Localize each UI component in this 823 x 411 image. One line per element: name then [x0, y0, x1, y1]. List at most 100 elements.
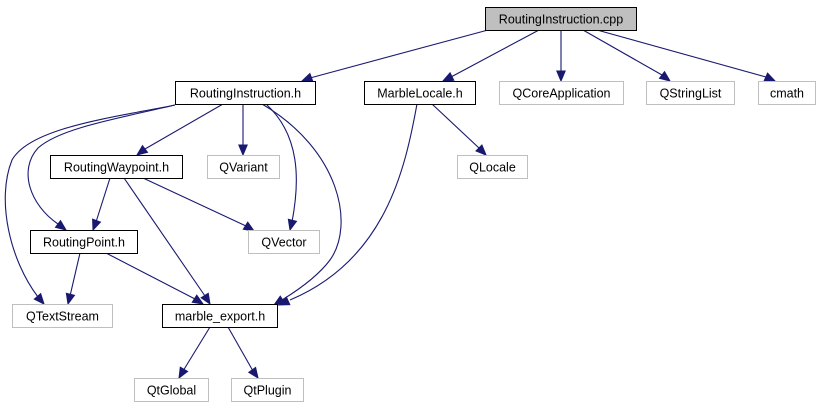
arrowhead-icon	[54, 219, 68, 231]
edge-line	[182, 326, 211, 372]
edge-rih-to-qvec	[265, 103, 298, 232]
arrowhead-icon	[287, 218, 298, 232]
edge-mlh-to-qloc	[431, 103, 487, 156]
edge-rph-to-qts	[65, 252, 81, 306]
arrowhead-icon	[135, 144, 149, 156]
node-label: RoutingWaypoint.h	[64, 161, 169, 175]
edge-rih-to-qvar	[238, 104, 248, 157]
node-qvector: QVector	[248, 230, 320, 254]
node-label: QVariant	[219, 161, 268, 175]
edge-rih-to-rwh	[135, 103, 224, 156]
node-label: QStringList	[660, 87, 722, 101]
arrowhead-icon	[475, 144, 487, 156]
edge-line	[289, 103, 418, 301]
arrowhead-icon	[242, 221, 256, 232]
arrowhead-icon	[191, 294, 205, 305]
edge-line	[123, 177, 206, 297]
arrowhead-icon	[92, 218, 102, 232]
node-box	[758, 81, 816, 105]
edge-line	[265, 103, 297, 223]
node-qtglobal: QtGlobal	[134, 378, 209, 402]
edge-rih-to-meh	[261, 103, 342, 306]
edge-line	[450, 29, 540, 78]
node-qstringlist: QStringList	[646, 81, 735, 105]
node-qtplugin: QtPlugin	[231, 378, 304, 402]
edge-line	[582, 29, 663, 76]
arrowhead-icon	[277, 296, 291, 306]
nodes-layer: RoutingInstruction.cppRoutingInstruction…	[12, 7, 816, 402]
edge-cpp-to-cmath	[596, 29, 777, 82]
arrowhead-icon	[247, 366, 259, 380]
edge-rwh-to-rph	[92, 177, 111, 232]
node-label: QtPlugin	[244, 384, 292, 398]
arrowhead-icon	[238, 144, 248, 157]
node-cmath: cmath	[758, 81, 816, 105]
arrowhead-icon	[200, 292, 211, 306]
edge-rih-to-rph	[27, 104, 176, 231]
node-label: QCoreApplication	[513, 87, 611, 101]
arrowhead-icon	[300, 72, 314, 82]
node-box	[499, 81, 624, 105]
node-box	[12, 304, 113, 328]
node-routingpoint-h[interactable]: RoutingPoint.h	[30, 230, 138, 254]
edge-rih-to-qts	[4, 104, 176, 305]
node-marblelocale-h[interactable]: MarbleLocale.h	[364, 81, 476, 105]
edge-cpp-to-mlh	[441, 29, 540, 82]
edge-line	[142, 177, 247, 227]
edge-line	[4, 104, 176, 298]
arrowhead-icon	[658, 70, 672, 82]
node-qtextstream: QTextStream	[12, 304, 113, 328]
node-box	[207, 155, 280, 179]
node-box	[646, 81, 735, 105]
node-marble-export-h[interactable]: marble_export.h	[162, 304, 278, 328]
edge-line	[69, 252, 81, 297]
node-box	[248, 230, 320, 254]
edge-cpp-to-qsl	[582, 29, 672, 82]
edges-layer	[4, 29, 777, 380]
node-label: marble_export.h	[175, 310, 265, 324]
arrowhead-icon	[178, 366, 189, 380]
node-routinginstruction-h[interactable]: RoutingInstruction.h	[175, 81, 316, 105]
edge-meh-to-qglob	[178, 326, 211, 380]
edge-line	[144, 103, 224, 150]
edge-rwh-to-meh	[123, 177, 211, 306]
edge-cpp-to-qcore	[556, 30, 566, 83]
arrowhead-icon	[763, 72, 777, 82]
node-box	[134, 378, 209, 402]
edge-line	[227, 326, 254, 372]
arrowhead-icon	[33, 292, 45, 305]
edge-line	[431, 103, 480, 149]
edge-line	[261, 103, 342, 301]
node-box	[231, 378, 304, 402]
node-label: QVector	[261, 236, 306, 250]
node-label: RoutingPoint.h	[43, 236, 125, 250]
node-qvariant: QVariant	[207, 155, 280, 179]
edge-line	[596, 29, 767, 78]
node-label: cmath	[770, 87, 804, 101]
node-routingwaypoint-h[interactable]: RoutingWaypoint.h	[50, 155, 183, 179]
node-box	[485, 7, 637, 31]
node-label: RoutingInstruction.cpp	[499, 13, 623, 27]
edge-line	[27, 104, 176, 225]
edge-line	[309, 29, 489, 79]
node-label: QLocale	[469, 161, 516, 175]
node-label: QTextStream	[26, 310, 99, 324]
node-box	[457, 155, 528, 179]
node-box	[364, 81, 476, 105]
edge-mlh-to-meh	[277, 103, 418, 306]
arrowhead-icon	[441, 71, 455, 82]
node-box	[30, 230, 138, 254]
node-routinginstruction-cpp[interactable]: RoutingInstruction.cpp	[485, 7, 637, 31]
node-box	[50, 155, 183, 179]
node-label: RoutingInstruction.h	[190, 87, 301, 101]
node-label: QtGlobal	[147, 384, 196, 398]
node-qlocale: QLocale	[457, 155, 528, 179]
edge-line	[95, 177, 111, 223]
edge-rph-to-meh	[105, 252, 205, 305]
arrowhead-icon	[556, 70, 566, 83]
arrowhead-icon	[65, 292, 76, 306]
edge-rwh-to-qvec	[142, 177, 256, 232]
node-label: MarbleLocale.h	[377, 87, 463, 101]
node-box	[162, 304, 278, 328]
